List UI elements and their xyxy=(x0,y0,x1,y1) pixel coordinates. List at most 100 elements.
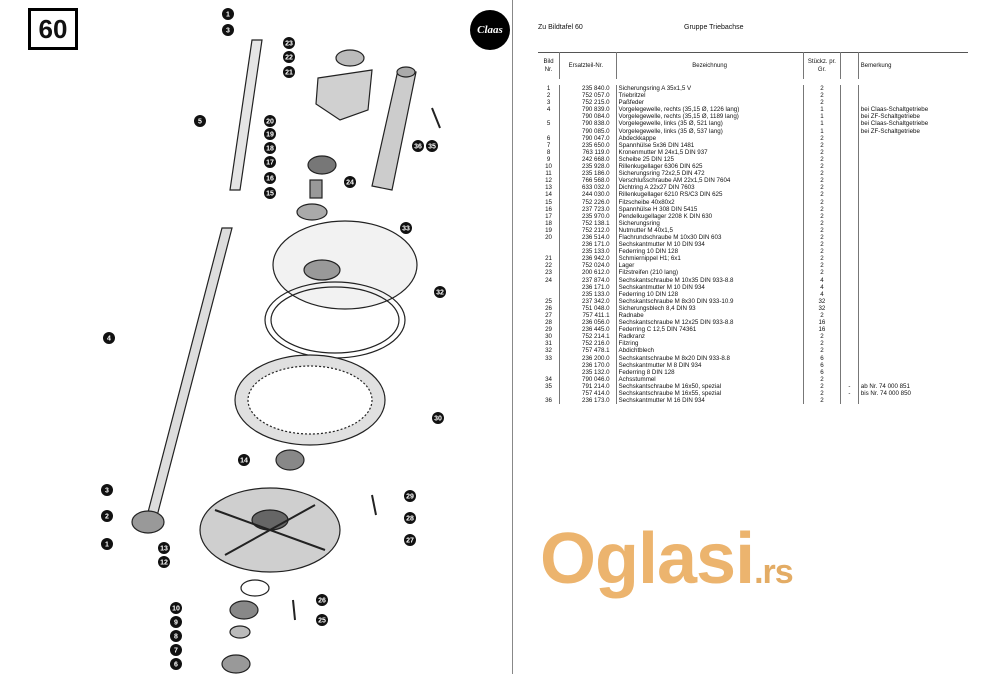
row-number: 31 xyxy=(538,340,561,348)
row-part-number: 236 170.0 xyxy=(559,361,617,369)
row-number: 36 xyxy=(538,397,561,405)
callout-35: 35 xyxy=(428,144,436,151)
row-mark xyxy=(840,170,859,178)
row-number xyxy=(538,283,561,291)
row-description: Spannhülse H 308 DIN 5415 xyxy=(616,205,804,213)
row-remark: bei Claas-Schaltgetriebe xyxy=(860,120,929,128)
callout-28: 28 xyxy=(406,516,414,523)
callout-12: 12 xyxy=(160,560,168,567)
row-number: 17 xyxy=(538,212,561,220)
callout-19: 19 xyxy=(266,132,274,139)
row-description: Kronenmutter M 24x1,5 DIN 937 xyxy=(616,148,804,156)
row-mark xyxy=(840,113,859,121)
header-quantity: Stückz. pr. Gr. xyxy=(803,52,842,83)
row-quantity: 2 xyxy=(803,233,842,242)
row-part-number: 790 839.0 xyxy=(559,106,617,114)
watermark-main: Oglasi xyxy=(540,519,755,599)
row-remark xyxy=(858,213,968,220)
callout-1: 1 xyxy=(226,12,230,19)
claas-logo: Claas xyxy=(470,10,510,50)
row-number: 5 xyxy=(538,120,561,128)
row-number xyxy=(538,127,561,135)
row-description: Radkranz xyxy=(616,333,804,341)
row-remark xyxy=(858,220,968,227)
row-quantity: 1 xyxy=(803,113,842,121)
row-mark xyxy=(840,368,859,376)
callout-8: 8 xyxy=(174,634,178,641)
axle-stub xyxy=(371,69,417,191)
row-quantity: 32 xyxy=(803,297,842,305)
row-description: Vorgelegewelle, links (35 Ø, 537 lang) xyxy=(616,127,804,135)
row-part-number: 235 970.0 xyxy=(559,212,617,220)
row-number: 15 xyxy=(538,198,561,206)
row-part-number: 633 032.0 xyxy=(559,184,617,192)
row-part-number: 236 445.0 xyxy=(559,326,617,334)
row-description: Lager xyxy=(616,262,804,270)
row-description: Federring 10 DIN 128 xyxy=(616,248,804,256)
row-mark xyxy=(840,255,859,263)
row-mark xyxy=(840,163,859,171)
row-mark xyxy=(840,304,859,312)
callout-3b: 3 xyxy=(105,488,109,495)
header-mark xyxy=(840,52,859,83)
row-mark xyxy=(840,120,859,128)
diagram-page: 60 Claas xyxy=(28,0,513,674)
row-quantity: 2 xyxy=(803,155,842,164)
row-part-number: 235 840.0 xyxy=(559,82,617,93)
row-number: 16 xyxy=(538,205,561,213)
callout-13: 13 xyxy=(160,546,168,553)
row-remark: ab Nr. 74 000 851 xyxy=(860,382,910,390)
row-number: 25 xyxy=(538,297,561,305)
row-number: 33 xyxy=(538,354,561,362)
row-mark xyxy=(840,319,859,327)
row-remark xyxy=(858,135,968,142)
row-quantity: 2 xyxy=(803,347,842,355)
row-remark xyxy=(858,376,968,383)
row-mark xyxy=(840,361,859,369)
callout-16: 16 xyxy=(266,176,274,183)
row-quantity: 2 xyxy=(803,148,842,156)
callout-5: 5 xyxy=(198,119,202,126)
row-quantity: 2 xyxy=(803,163,842,171)
row-quantity: 2 xyxy=(803,226,842,234)
row-description: Filzscheibe 40x80x2 xyxy=(616,198,804,206)
row-description: Triebritzel xyxy=(616,92,804,100)
row-number: 11 xyxy=(538,170,561,178)
row-remark xyxy=(858,255,968,262)
row-part-number: 752 226.0 xyxy=(559,198,617,206)
row-part-number: 236 171.0 xyxy=(559,283,617,291)
row-remark xyxy=(858,184,968,191)
row-description: Sechskantschraube M 8x20 DIN 933-8.8 xyxy=(616,354,804,362)
row-quantity: 6 xyxy=(803,361,842,369)
row-part-number: 752 024.0 xyxy=(559,262,617,270)
row-part-number: 791 214.0 xyxy=(559,382,617,391)
row-mark xyxy=(840,333,859,341)
row-number: 34 xyxy=(538,375,561,383)
row-remark xyxy=(858,92,968,99)
row-description: Sicherungsring xyxy=(616,219,804,227)
row-quantity: 1 xyxy=(803,106,842,114)
row-remark xyxy=(858,191,968,198)
row-quantity: 2 xyxy=(803,191,842,199)
row-remark xyxy=(858,369,968,376)
row-quantity: 2 xyxy=(803,99,842,107)
watermark-suffix: .rs xyxy=(754,553,794,591)
row-number: 30 xyxy=(538,333,561,341)
